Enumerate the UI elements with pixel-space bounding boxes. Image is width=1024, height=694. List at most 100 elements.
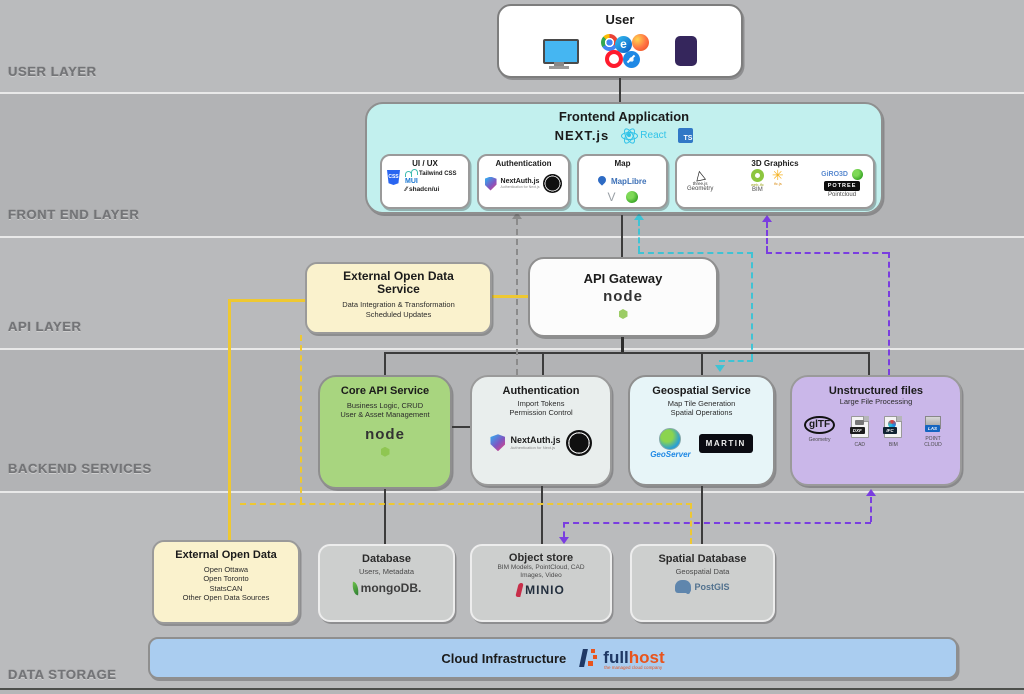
geometry-caption: Geometry <box>687 186 714 192</box>
arrow-down-cyan <box>715 365 725 372</box>
minio-logo: MINIO <box>525 583 565 598</box>
nodejs-logo: node <box>530 288 716 324</box>
connector-user-frontend <box>619 78 621 103</box>
connector-bus-auth <box>542 352 544 375</box>
connector-ods-extdata <box>228 299 231 540</box>
fullhost-full: full <box>603 648 629 667</box>
frontend-title: Frontend Application <box>558 109 690 124</box>
shadcn-label: shadcn/ui <box>408 186 440 193</box>
connector-geo-spatialdb <box>701 486 703 544</box>
green-globe-icon <box>625 191 638 203</box>
dxf-file-icon: DXF <box>849 416 869 439</box>
react-icon <box>621 126 639 146</box>
fullhost-logo: fullhost the managed cloud company <box>579 648 665 670</box>
backend-auth-title: Authentication <box>502 385 580 397</box>
minio-icon <box>515 583 524 598</box>
ext-ods-line2: Scheduled Updates <box>365 309 432 319</box>
browser-cluster-icon: e <box>601 34 653 68</box>
ext-ods-title: External Open Data Service <box>343 269 454 297</box>
geo-title: Geospatial Service <box>652 385 751 397</box>
spatial-db-subtitle: Geospatial Data <box>675 567 730 576</box>
nodejs-label: node <box>603 288 643 305</box>
object-store-title: Object store <box>508 552 574 564</box>
fullhost-icon <box>579 649 598 667</box>
layer-label-frontend: FRONT END LAYER <box>8 207 140 222</box>
uiux-subbox: UI / UX CSS Tailwind CSS MUI ∕∕ shadcn/u… <box>380 154 470 209</box>
connector-frontend-gateway <box>621 215 623 257</box>
connector-files-object <box>870 497 872 522</box>
geo-line2: Spatial Operations <box>670 408 733 418</box>
opera-icon <box>605 50 623 68</box>
las-cube-icon: LAS <box>924 416 941 433</box>
tailwind-icon <box>405 169 418 177</box>
ifc-badge: IFC <box>883 427 897 435</box>
threejs-label: three.js <box>692 181 708 186</box>
edge-icon: e <box>615 36 632 53</box>
potree-logo: POTREE <box>823 181 861 191</box>
core-api-line1: Business Logic, CRUD <box>346 401 424 410</box>
nodejs-hexagon-icon <box>618 309 628 319</box>
layer-divider <box>0 92 1024 94</box>
layer-divider <box>0 491 1024 493</box>
nextjs-logo: NEXT.js <box>554 127 610 143</box>
external-open-data-box: External Open Data Open Ottawa Open Toro… <box>152 540 300 624</box>
band-api-layer <box>0 238 1024 348</box>
connector-core-database <box>384 489 386 544</box>
ext-od-source: Open Ottawa <box>203 565 249 574</box>
connector-ods-dashed <box>300 335 302 503</box>
auth-black-badge-icon <box>565 429 592 456</box>
user-title: User <box>605 12 635 27</box>
geo-line1: Map Tile Generation <box>667 399 736 408</box>
arrow-up-purple <box>762 215 772 222</box>
dxf-badge: DXF <box>849 427 865 435</box>
layer-label-user: USER LAYER <box>8 64 97 79</box>
giro3d-logo: GiRO3D <box>821 171 848 178</box>
object-store-line2: Images, Video <box>520 572 562 580</box>
auth-black-badge-icon <box>543 174 563 193</box>
backend-auth-line2: Permission Control <box>509 408 573 418</box>
threejs-icon: △ <box>693 166 707 183</box>
nextauth-shield-icon <box>490 434 506 452</box>
frontend-application-box: Frontend Application NEXT.js React TS UI… <box>365 102 883 214</box>
graphics-subbox: 3D Graphics △ three.js Geometry web-ifc … <box>675 154 875 209</box>
arrow-up-gray <box>512 212 522 219</box>
layer-label-backend: BACKEND SERVICES <box>8 461 152 476</box>
frontend-auth-subbox: Authentication NextAuth.js Authenticatio… <box>477 154 570 209</box>
mongodb-leaf-icon <box>350 581 360 596</box>
desktop-monitor-icon <box>543 38 579 69</box>
tailwind-label: Tailwind CSS <box>419 170 457 177</box>
martin-logo: MARTIN <box>698 433 753 453</box>
pointcloud-green-icon <box>851 169 863 180</box>
ext-od-source: Other Open Data Sources <box>182 593 270 603</box>
files-title: Unstructured files <box>828 385 924 397</box>
las-caption: POINT CLOUD <box>924 436 942 449</box>
uiux-title: UI / UX <box>412 159 438 168</box>
maplibre-pin-icon <box>596 174 609 186</box>
gltf-caption: Geometry <box>808 437 831 444</box>
connector-bus-core <box>384 352 386 375</box>
external-open-data-service-box: External Open Data Service Data Integrat… <box>305 262 492 334</box>
fullhost-host: host <box>628 648 665 667</box>
connector-core-auth <box>452 426 470 428</box>
database-title: Database <box>362 553 411 565</box>
backend-auth-box: Authentication Import Tokens Permission … <box>470 375 612 486</box>
layer-divider <box>0 236 1024 238</box>
graphics-title: 3D Graphics <box>751 159 799 168</box>
core-api-title: Core API Service <box>340 385 430 397</box>
bim-caption: BIM <box>752 187 763 193</box>
css-icon: CSS <box>387 170 400 185</box>
geospatial-service-box: Geospatial Service Map Tile Generation S… <box>628 375 775 486</box>
web-ifc-caption: web-ifc <box>751 182 764 187</box>
ifcjs-icon: ✳ <box>771 167 784 183</box>
nodejs-hexagon-icon <box>380 446 390 457</box>
connector-ods-spatial <box>690 503 692 544</box>
mongodb-logo: mongoDB. <box>360 581 422 596</box>
connector-files-object <box>563 522 871 524</box>
nextauth-logo: NextAuth.js <box>510 435 561 446</box>
layer-label-storage: DATA STORAGE <box>8 667 117 682</box>
connector-3d-purple <box>888 252 890 375</box>
database-box: Database Users, Metadata mongoDB. <box>318 544 455 622</box>
dxf-caption: CAD <box>854 442 866 449</box>
connector-map-cyan <box>751 252 753 360</box>
